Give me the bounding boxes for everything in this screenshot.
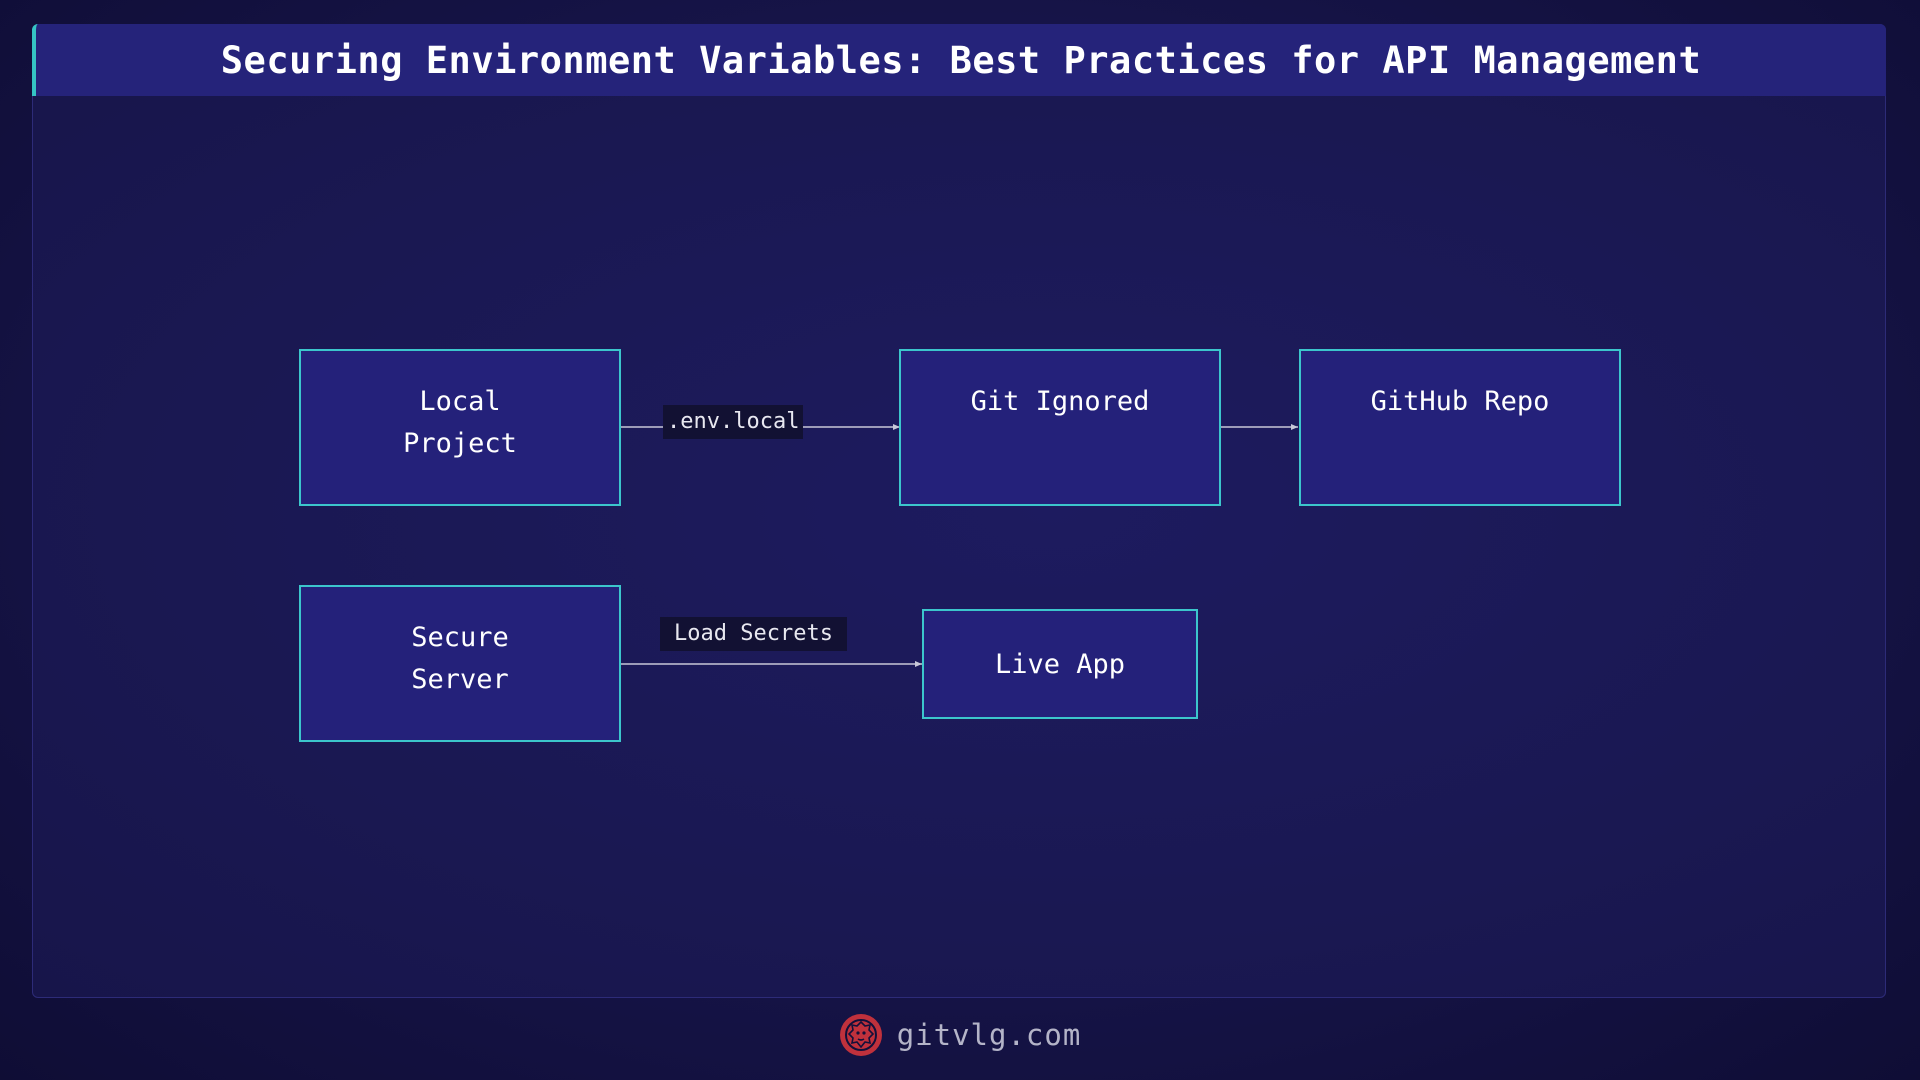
node-local-project[interactable]: Local Project: [299, 349, 621, 506]
footer-site-link[interactable]: gitvlg.com: [896, 1018, 1082, 1052]
node-secure-server[interactable]: Secure Server: [299, 585, 621, 742]
node-live-app-label: Live App: [994, 649, 1126, 680]
node-git-ignored-label: Git Ignored: [970, 386, 1150, 417]
node-github-repo[interactable]: GitHub Repo: [1299, 349, 1621, 506]
node-local-project-label: Local Project: [403, 386, 517, 459]
node-github-repo-label: GitHub Repo: [1370, 386, 1550, 417]
node-live-app[interactable]: Live App: [922, 609, 1198, 719]
footer: gitvlg.com: [0, 1010, 1920, 1060]
lion-logo-icon: [839, 1014, 882, 1056]
edge-label-load-secrets: Load Secrets: [660, 617, 847, 651]
node-git-ignored[interactable]: Git Ignored: [899, 349, 1221, 506]
page-title: Securing Environment Variables: Best Pra…: [220, 38, 1702, 82]
edge-label-env-local: .env.local: [663, 405, 804, 439]
node-secure-server-label: Secure Server: [411, 622, 509, 695]
diagram-panel: [32, 24, 1886, 998]
title-bar: Securing Environment Variables: Best Pra…: [32, 24, 1886, 96]
